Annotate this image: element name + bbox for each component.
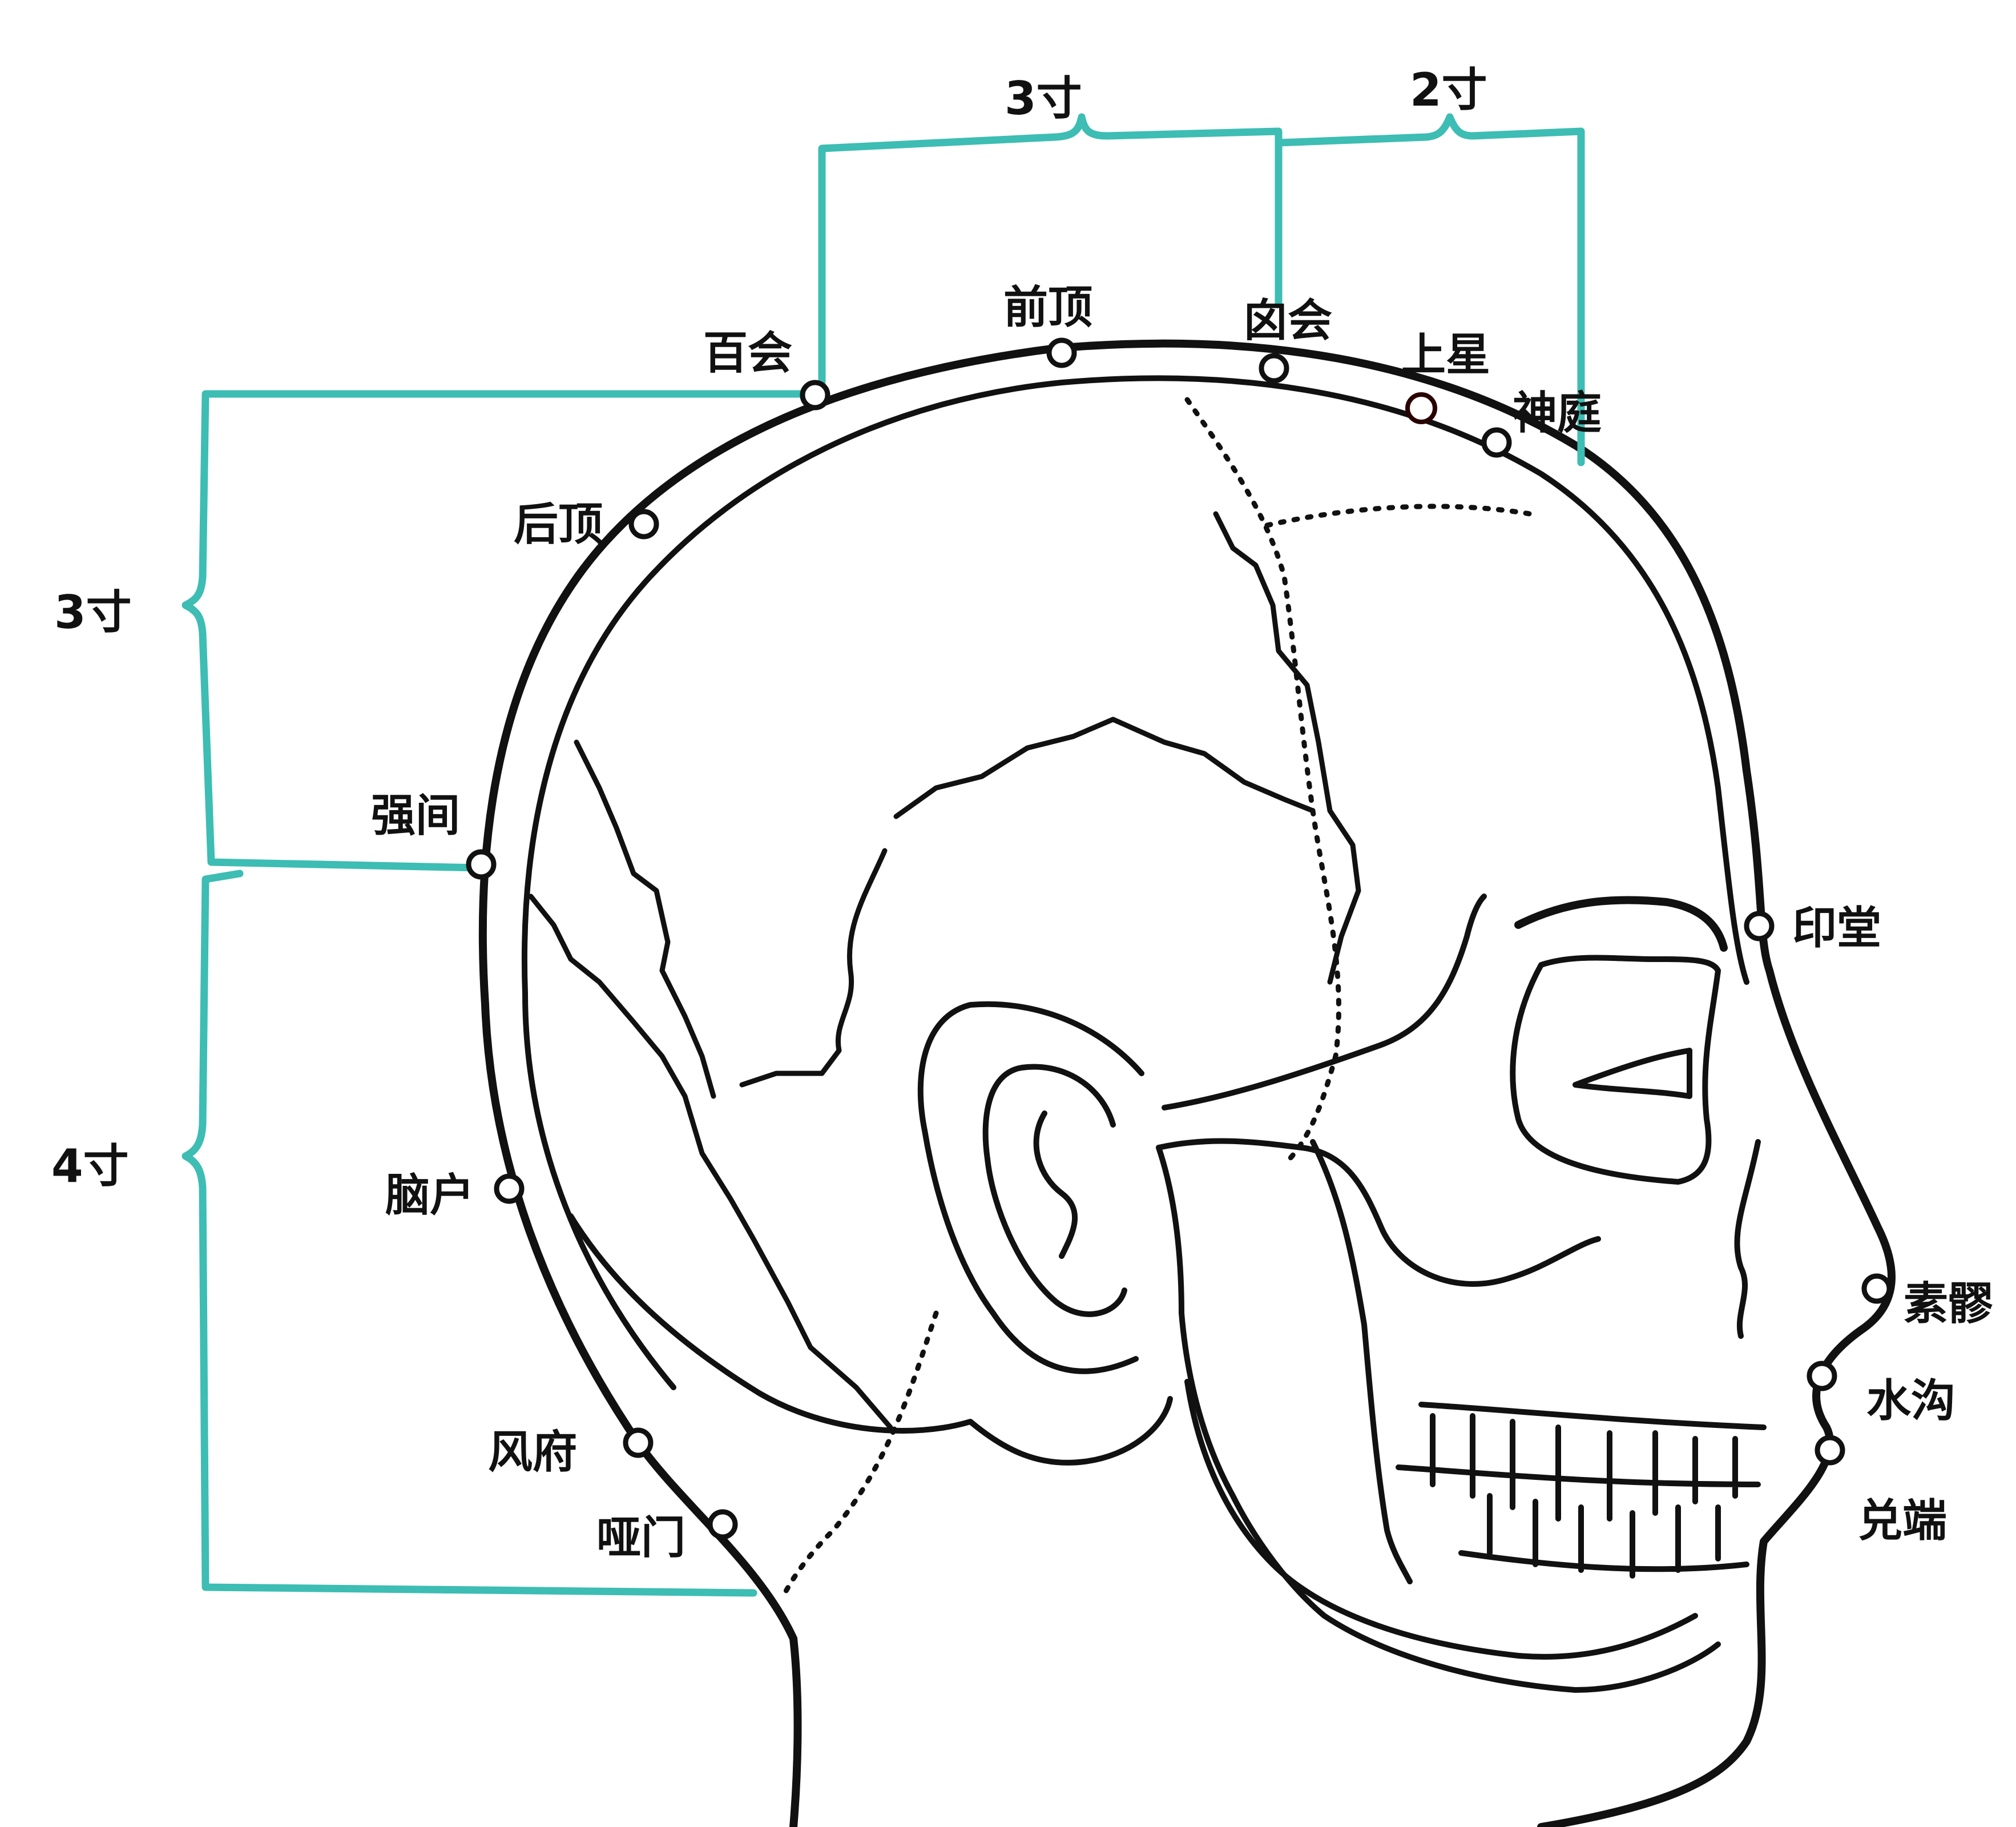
point-qianding[interactable] xyxy=(1046,337,1077,368)
dim-top-3cun: 3寸 xyxy=(1005,72,1082,125)
dim-side-3cun: 3寸 xyxy=(54,586,132,639)
coronoid-process xyxy=(1310,1139,1413,1584)
label-qianding: 前顶 xyxy=(1003,282,1092,333)
dimension-labels: 3寸 2寸 3寸 4寸 xyxy=(51,63,1487,1193)
point-baihui[interactable] xyxy=(800,380,830,411)
ear-fold xyxy=(1033,1110,1078,1259)
measurement-brackets xyxy=(182,113,1585,1597)
label-suliao: 素髎 xyxy=(1904,1278,1993,1330)
teeth-upper-edge xyxy=(1418,1402,1767,1430)
mandible-inner xyxy=(1184,1379,1698,1660)
point-naohu[interactable] xyxy=(494,1173,525,1204)
brow-ridge xyxy=(1514,896,1728,952)
label-naohu: 脑户 xyxy=(385,1170,474,1221)
acupoint-labels: 百会 前顶 囟会 上星 神庭 后顶 强间 脑户 风府 哑门 印堂 素髎 水沟 兑… xyxy=(371,282,1993,1564)
label-duiduan: 兑端 xyxy=(1858,1495,1947,1547)
point-houding[interactable] xyxy=(628,509,659,540)
skull-drawing xyxy=(478,339,1896,1827)
point-fengfu[interactable] xyxy=(623,1427,654,1458)
acupoint-markers xyxy=(466,337,1892,1540)
temporal-suture xyxy=(739,848,888,1088)
bracket-top-2cun xyxy=(1275,113,1585,466)
teeth xyxy=(1396,1402,1767,1579)
label-shuigou: 水沟 xyxy=(1866,1375,1955,1427)
occipital-suture xyxy=(528,894,893,1430)
label-qiangjian: 强间 xyxy=(371,790,460,842)
coronal-suture-jagged xyxy=(1213,511,1361,985)
orbit-outline xyxy=(1510,955,1721,1185)
label-baihui: 百会 xyxy=(703,328,792,379)
upper-teeth-row xyxy=(1396,1413,1761,1522)
squamous-suture xyxy=(893,717,1316,819)
coronal-suture xyxy=(1184,397,1341,1168)
label-shenting: 神庭 xyxy=(1513,388,1602,439)
point-suliao[interactable] xyxy=(1861,1273,1892,1304)
point-shenting[interactable] xyxy=(1481,427,1512,458)
label-yamen: 哑门 xyxy=(596,1512,686,1564)
dim-top-2cun: 2寸 xyxy=(1410,63,1487,116)
ear-outline xyxy=(917,1001,1144,1374)
zygomatic-arch xyxy=(1162,894,1487,1110)
point-qiangjian[interactable] xyxy=(466,849,497,880)
point-shangxing[interactable] xyxy=(1405,392,1437,424)
label-fengfu: 风府 xyxy=(488,1427,577,1478)
lower-teeth-row xyxy=(1458,1493,1749,1579)
mastoid-line xyxy=(779,1310,939,1601)
nasal-bone xyxy=(1734,1139,1761,1339)
point-yamen[interactable] xyxy=(707,1509,738,1540)
orbit-inner xyxy=(1573,1048,1692,1099)
skull-inner-outline xyxy=(521,375,1749,1390)
point-xinhui[interactable] xyxy=(1259,353,1289,384)
label-yintang: 印堂 xyxy=(1792,903,1881,954)
point-yintang[interactable] xyxy=(1744,911,1775,941)
neck-back xyxy=(789,1635,802,1827)
ear-inner xyxy=(982,1064,1127,1317)
head-outline xyxy=(478,339,1896,1827)
bracket-top-3cun xyxy=(818,113,1283,387)
occipital-base xyxy=(568,1213,1173,1466)
point-shuigou[interactable] xyxy=(1807,1361,1837,1391)
lambdoid-suture xyxy=(574,739,716,1099)
zygomatic-lower xyxy=(1156,1138,1601,1287)
point-duiduan[interactable] xyxy=(1815,1435,1845,1466)
label-shangxing: 上星 xyxy=(1401,329,1490,381)
label-houding: 后顶 xyxy=(514,499,603,550)
frontal-line xyxy=(1264,504,1533,528)
bracket-side-3cun xyxy=(182,390,815,872)
dim-side-4cun: 4寸 xyxy=(51,1140,129,1193)
label-xinhui: 囟会 xyxy=(1243,295,1332,347)
bracket-side-4cun xyxy=(182,870,757,1597)
